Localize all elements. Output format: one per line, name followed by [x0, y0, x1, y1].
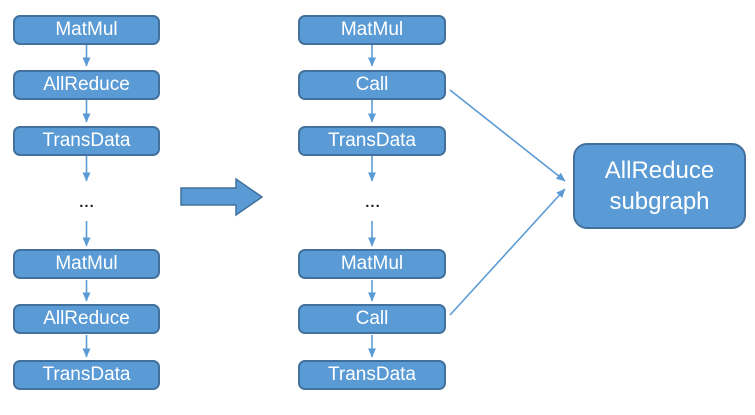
- transform-arrow-icon: [180, 177, 264, 217]
- node-left-transdata-1: TransData: [13, 126, 160, 156]
- allreduce-subgraph-label-line2: subgraph: [609, 188, 710, 215]
- edge-call-bottom-to-subgraph: [449, 188, 566, 316]
- node-mid-call-2: Call: [298, 304, 446, 334]
- node-mid-call-1: Call: [298, 70, 446, 100]
- node-left-matmul-1: MatMul: [13, 15, 160, 45]
- node-mid-transdata-2: TransData: [298, 360, 446, 390]
- edge-call-top-to-subgraph: [449, 89, 566, 182]
- node-left-transdata-2: TransData: [13, 360, 160, 390]
- node-left-matmul-2: MatMul: [13, 249, 160, 279]
- ellipsis-middle: ...: [365, 194, 381, 211]
- node-mid-matmul-2: MatMul: [298, 249, 446, 279]
- ellipsis-left: ...: [79, 194, 95, 211]
- allreduce-subgraph-box: AllReduce subgraph: [573, 143, 746, 229]
- node-left-allreduce-1: AllReduce: [13, 70, 160, 100]
- allreduce-subgraph-label-line1: AllReduce: [604, 157, 715, 184]
- node-mid-matmul-1: MatMul: [298, 15, 446, 45]
- node-mid-transdata-1: TransData: [298, 126, 446, 156]
- node-left-allreduce-2: AllReduce: [13, 304, 160, 334]
